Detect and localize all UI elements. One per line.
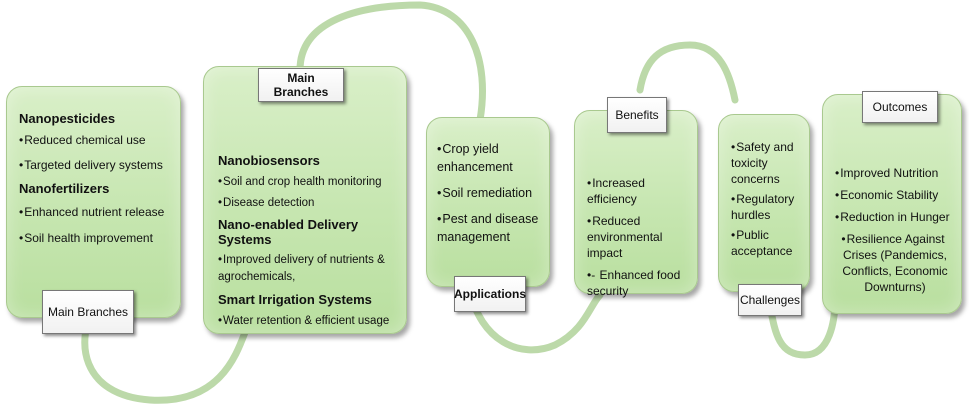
item-reduced-impact: Reduced environmental impact xyxy=(587,213,691,261)
item-safety-toxicity: Safety and toxicity concerns xyxy=(731,139,803,187)
item-increased-efficiency: Increased efficiency xyxy=(587,175,691,207)
label-main-branches-1: Main Branches xyxy=(42,290,134,334)
item-economic-stability: Economic Stability xyxy=(835,187,955,203)
label-benefits: Benefits xyxy=(607,97,667,133)
label-outcomes: Outcomes xyxy=(862,91,938,123)
item-reduced-chemical: Reduced chemical use xyxy=(19,132,172,148)
heading-nanopesticides: Nanopesticides xyxy=(19,111,116,126)
heading-smart-irrigation: Smart Irrigation Systems xyxy=(218,292,372,307)
item-pest-disease: Pest and disease management xyxy=(437,210,543,246)
label-applications: Applications xyxy=(454,276,526,312)
box-applications: Crop yield enhancement Soil remediation … xyxy=(426,117,550,287)
item-improved-nutrition: Improved Nutrition xyxy=(835,165,955,181)
box-outcomes: Improved Nutrition Economic Stability Re… xyxy=(822,94,962,314)
item-water-retention: Water retention & efficient usage xyxy=(218,313,400,329)
item-regulatory-hurdles: Regulatory hurdles xyxy=(731,191,803,223)
item-reduction-hunger: Reduction in Hunger xyxy=(835,209,955,225)
item-soil-health: Soil health improvement xyxy=(19,230,172,246)
box-benefits: Increased efficiency Reduced environment… xyxy=(574,110,698,298)
item-nutrient-release: Enhanced nutrient release xyxy=(19,204,172,220)
item-targeted-delivery: Targeted delivery systems xyxy=(19,157,172,173)
item-improved-delivery: Improved delivery of nutrients & agroche… xyxy=(218,252,400,286)
item-public-acceptance: Public acceptance xyxy=(731,227,803,259)
item-soil-crop-monitoring: Soil and crop health monitoring xyxy=(218,174,400,190)
item-food-security: Enhanced food security xyxy=(587,267,691,299)
connector-path xyxy=(81,1,839,404)
label-main-branches-2: Main Branches xyxy=(258,68,344,102)
item-crop-yield: Crop yield enhancement xyxy=(437,140,543,176)
box-main-branches: Nanobiosensors Soil and crop health moni… xyxy=(203,66,407,334)
item-resilience: Resilience Against Crises (Pandemics, Co… xyxy=(835,231,955,295)
label-challenges: Challenges xyxy=(738,284,802,316)
item-disease-detection: Disease detection xyxy=(218,195,400,211)
box-challenges: Safety and toxicity concerns Regulatory … xyxy=(718,114,810,292)
heading-delivery-systems: Nano-enabled Delivery Systems xyxy=(218,217,359,247)
heading-nanobiosensors: Nanobiosensors xyxy=(218,153,320,168)
box-nano-inputs: Nanopesticides Reduced chemical use Targ… xyxy=(6,86,181,318)
item-soil-remediation: Soil remediation xyxy=(437,184,543,202)
heading-nanofertilizers: Nanofertilizers xyxy=(19,181,110,196)
